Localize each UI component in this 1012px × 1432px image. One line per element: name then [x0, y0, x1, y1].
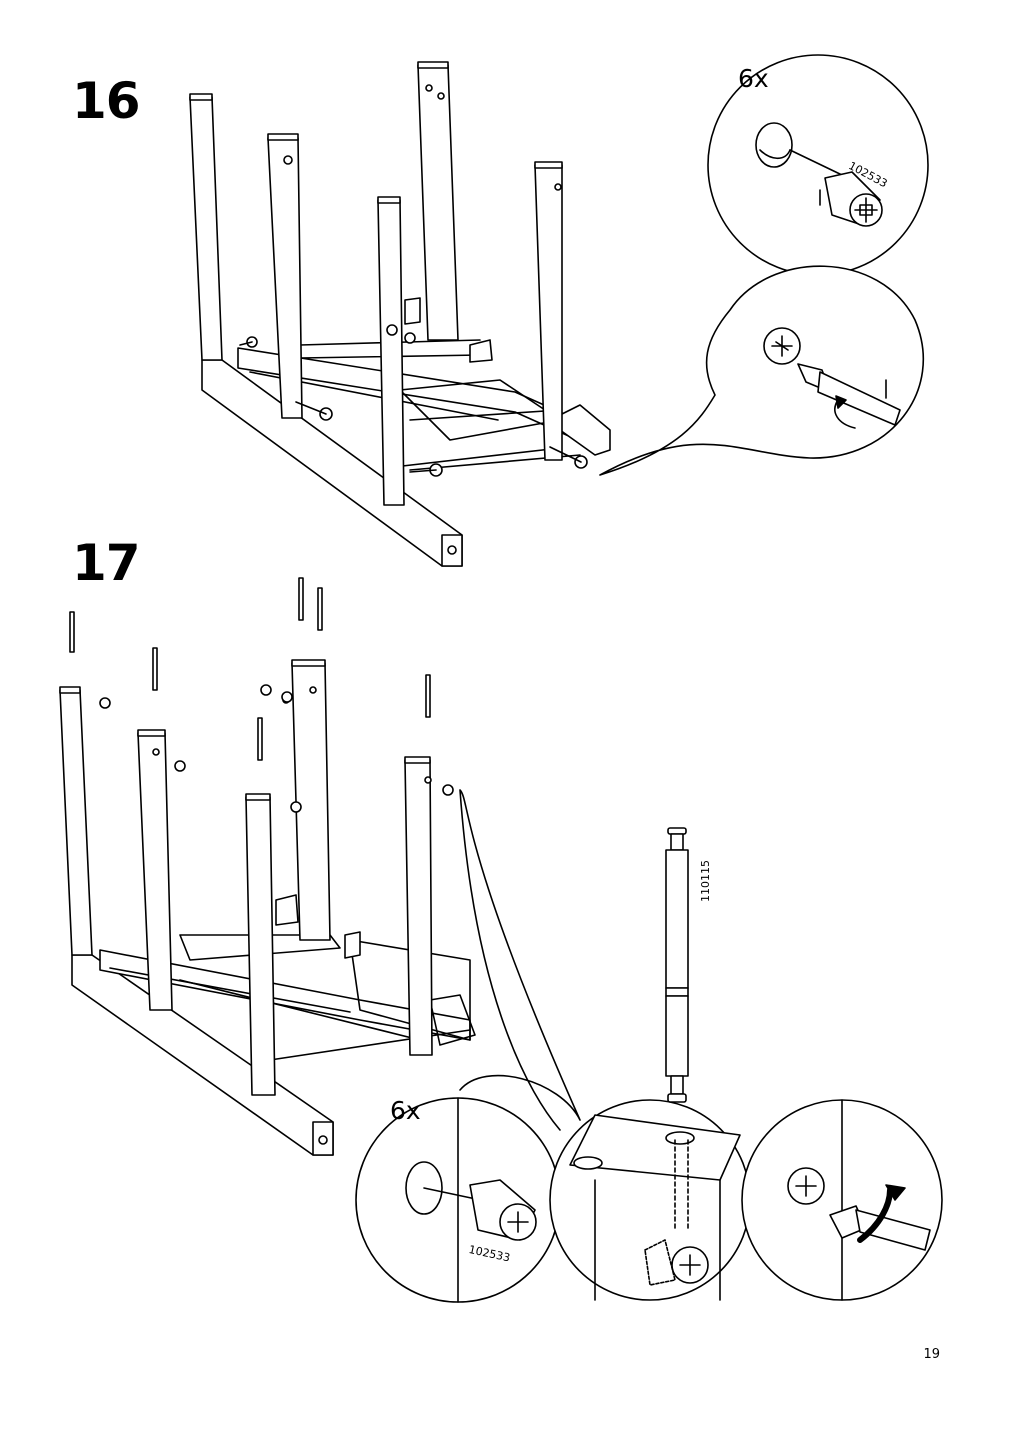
step17-detail-dowel-insert	[550, 1100, 750, 1300]
step16-detail-screwdriver	[600, 266, 923, 475]
step17-detail-cam-insert	[356, 790, 580, 1302]
step17-dowel-part-number: 110115	[699, 860, 712, 902]
step17-quantity: 6x	[390, 1096, 421, 1125]
step17-frame	[60, 578, 475, 1155]
step16-frame	[190, 62, 610, 566]
page-number: 19	[923, 1347, 940, 1362]
step16-quantity: 6x	[738, 64, 769, 93]
step17-detail-screwdriver	[742, 1100, 942, 1300]
step16-detail-cam-insert	[708, 55, 928, 275]
step-number-17: 17	[72, 534, 141, 592]
step-number-16: 16	[72, 72, 141, 130]
step17-dowel-110115	[666, 828, 688, 1102]
